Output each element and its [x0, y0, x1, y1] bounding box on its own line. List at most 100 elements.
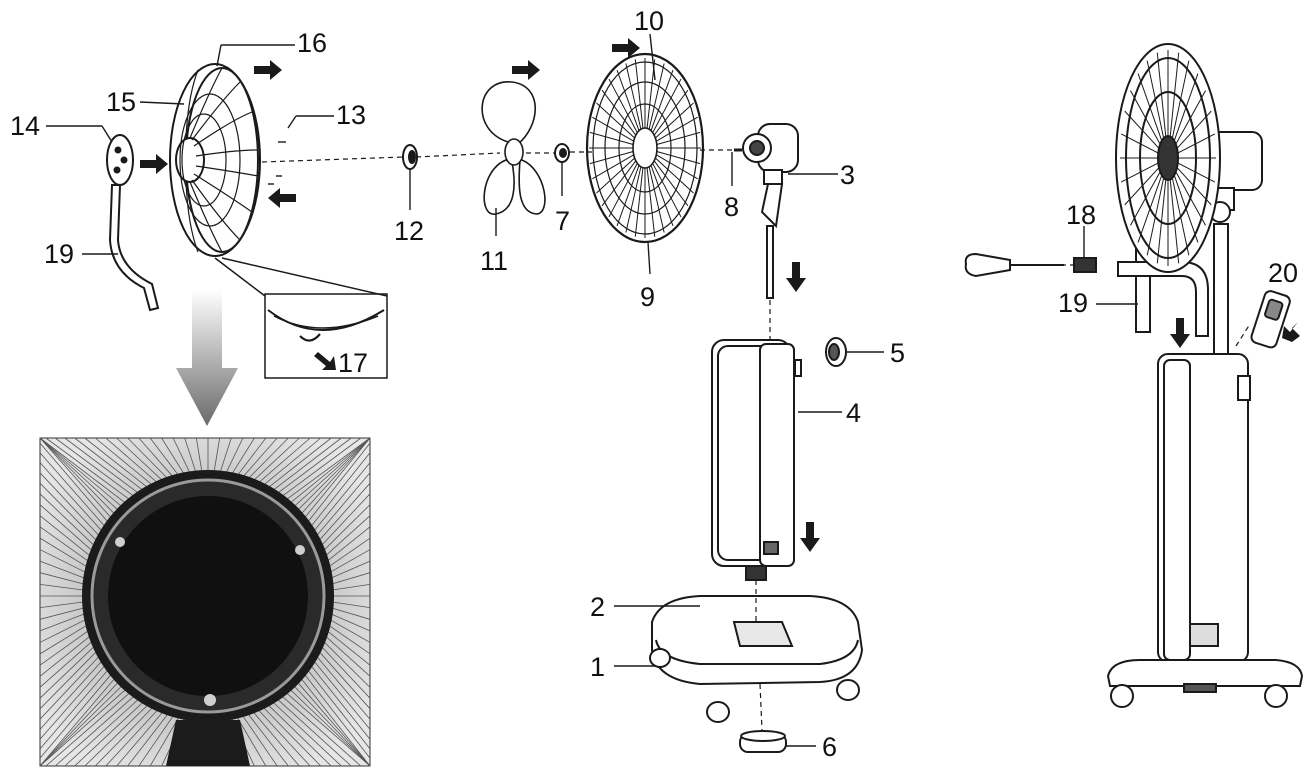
photo-streak [39, 437, 118, 518]
rear-grill [169, 63, 261, 257]
photo-streak [310, 657, 371, 730]
photo-streak [195, 437, 204, 477]
photo-streak [39, 678, 122, 767]
label-11: 11 [480, 246, 508, 276]
photo-streak [313, 472, 371, 540]
photo-streak [39, 652, 103, 720]
handle-assembly [106, 134, 160, 312]
photo-streak [282, 437, 371, 503]
photo-streak [269, 437, 342, 494]
photo-streak [54, 692, 138, 767]
fan-base [649, 595, 864, 723]
grill-spoke [650, 69, 674, 131]
label-15: 15 [106, 87, 136, 117]
photo-streak [304, 442, 371, 526]
label-17: 17 [338, 348, 368, 378]
fan-blade [481, 81, 546, 215]
grill-spoke [601, 160, 637, 207]
photo-streak [105, 437, 162, 486]
photo-streak [326, 560, 371, 581]
knob-5 [825, 337, 847, 367]
photo-streak [39, 493, 98, 550]
photo-streak [39, 600, 89, 609]
grill-spoke [1173, 73, 1199, 141]
label-14: 14 [10, 111, 40, 141]
photo-streak [116, 437, 167, 484]
photo-streak [184, 437, 198, 477]
photo-streak [64, 437, 143, 497]
photo-streak [39, 583, 89, 592]
photo-streak [39, 437, 115, 522]
grill-spoke [1124, 110, 1160, 149]
label-20: 20 [1268, 258, 1298, 288]
photo-streak [127, 709, 172, 767]
label-7: 7 [555, 206, 570, 236]
photo-streak [218, 437, 232, 477]
rear-nut-7 [554, 143, 570, 163]
photo-streak [39, 674, 118, 767]
grill-spoke [1130, 90, 1161, 145]
grill-spoke [655, 102, 694, 139]
photo-streak [307, 661, 371, 740]
grill-spoke [1173, 175, 1199, 243]
grill-spoke [625, 63, 642, 130]
grill-spoke [592, 116, 634, 142]
photo-streak [290, 682, 371, 767]
grill-spoke [648, 63, 665, 130]
spinner-nut-12 [402, 144, 418, 170]
grill-spoke [589, 150, 634, 165]
grill-spoke [616, 165, 640, 227]
photo-streak [39, 617, 91, 643]
grill-spoke [608, 163, 638, 218]
grill-spoke [634, 167, 644, 237]
leader-lines [46, 33, 1138, 747]
photo-streak [239, 711, 278, 767]
photo-streak [327, 606, 371, 620]
grill-spoke [608, 78, 638, 133]
grill-spoke [656, 131, 701, 146]
photo-streak [39, 661, 109, 740]
photo-streak [39, 437, 122, 514]
photo-streak [54, 437, 138, 500]
photo-streak [39, 452, 109, 531]
photo-streak [39, 472, 103, 540]
photo-streak [298, 674, 371, 767]
photo-streak [39, 437, 130, 506]
photo-streak [39, 526, 93, 565]
grill-spoke [650, 165, 674, 227]
grill-spoke [648, 166, 665, 233]
photo-streak [39, 657, 106, 730]
grill-spoke [1177, 162, 1216, 183]
direction-arrows [140, 38, 1300, 552]
photo-streak [254, 437, 311, 486]
photo-streak [64, 695, 143, 767]
ring-nut-6 [739, 730, 787, 753]
photo-streak [324, 537, 371, 570]
label-8: 8 [724, 192, 739, 222]
grill-spoke [601, 89, 637, 136]
photo-streak [294, 437, 371, 514]
label-18: 18 [1066, 200, 1096, 230]
photo-streak [239, 437, 278, 481]
grill-spoke [1176, 167, 1212, 206]
grill-spoke [1137, 175, 1163, 243]
photo-streak [127, 437, 172, 483]
grill-spoke [592, 154, 634, 180]
grill-spoke [1137, 73, 1163, 141]
photo-streak [212, 437, 221, 477]
photo-streak [39, 560, 90, 581]
grill-spoke [1169, 52, 1180, 137]
grill-spoke [616, 69, 640, 131]
photo-streak [278, 692, 362, 767]
photo-streak [39, 515, 95, 560]
label-19: 19 [44, 239, 74, 269]
photo-streak [286, 686, 371, 767]
label-13: 13 [336, 100, 366, 130]
grill-photo-inset [39, 437, 371, 767]
photo-streak [39, 437, 126, 510]
label-12: 12 [394, 216, 424, 246]
photo-streak [273, 437, 352, 497]
photo-streak [172, 437, 193, 478]
photo-streak [290, 437, 371, 510]
